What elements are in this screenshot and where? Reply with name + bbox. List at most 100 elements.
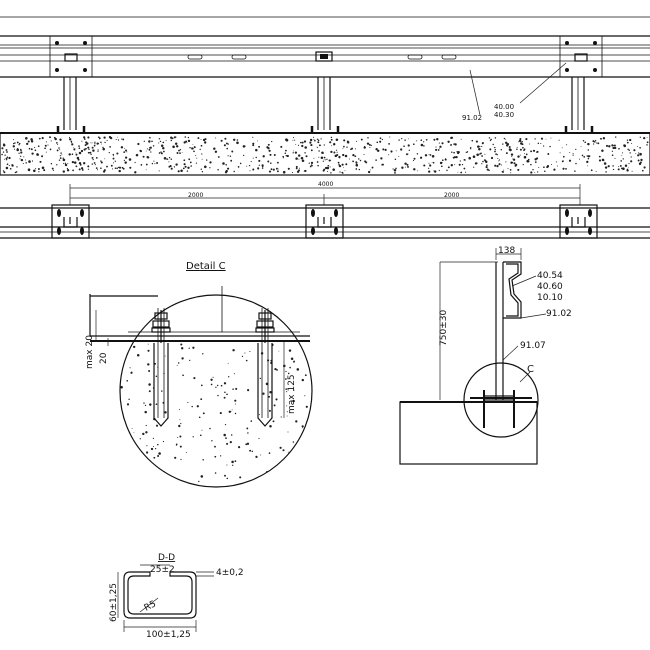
concrete-dot bbox=[149, 403, 152, 406]
concrete-dot bbox=[463, 167, 466, 170]
concrete-dot bbox=[465, 171, 467, 173]
concrete-dot bbox=[180, 422, 182, 425]
concrete-dot bbox=[87, 168, 90, 170]
concrete-dot bbox=[23, 156, 25, 158]
concrete-dot bbox=[295, 167, 298, 170]
concrete-dot bbox=[219, 455, 222, 457]
dim-total: 4000 bbox=[318, 181, 333, 188]
concrete-dot bbox=[452, 156, 455, 159]
concrete-dot bbox=[463, 159, 466, 161]
concrete-dot bbox=[135, 153, 139, 157]
concrete-dot bbox=[310, 161, 314, 165]
concrete-dot bbox=[186, 170, 189, 172]
concrete-dot bbox=[229, 155, 232, 157]
concrete-dot bbox=[444, 158, 447, 161]
concrete-dot bbox=[305, 405, 308, 408]
concrete-dot bbox=[525, 153, 528, 156]
concrete-dot bbox=[532, 168, 534, 171]
concrete-dot bbox=[523, 149, 525, 152]
concrete-dot bbox=[237, 166, 240, 168]
concrete-dot bbox=[206, 159, 208, 161]
concrete-dot bbox=[455, 155, 458, 159]
concrete-dot bbox=[225, 142, 228, 145]
concrete-dot bbox=[516, 148, 518, 151]
concrete-dot bbox=[432, 161, 435, 164]
concrete-dot bbox=[231, 150, 234, 153]
concrete-dot bbox=[293, 389, 295, 391]
concrete-dot bbox=[71, 142, 73, 144]
concrete-dot bbox=[292, 139, 294, 141]
concrete-dot bbox=[496, 164, 499, 168]
concrete-dot bbox=[30, 138, 33, 141]
concrete-dot bbox=[148, 383, 151, 386]
concrete-dot bbox=[44, 147, 46, 150]
concrete-dot bbox=[284, 152, 287, 154]
note-10-10: 10.10 bbox=[537, 293, 563, 303]
concrete-dot bbox=[472, 155, 476, 158]
concrete-dot bbox=[618, 147, 620, 150]
concrete-dot bbox=[534, 138, 536, 140]
concrete-dot bbox=[252, 142, 255, 145]
concrete-dot bbox=[109, 146, 111, 148]
concrete-dot bbox=[633, 149, 636, 152]
concrete-dot bbox=[163, 150, 165, 153]
concrete-dot bbox=[66, 169, 70, 172]
concrete-dot bbox=[460, 171, 463, 174]
concrete-dot bbox=[120, 346, 121, 348]
concrete-dot bbox=[458, 163, 461, 166]
concrete-dot bbox=[320, 418, 322, 420]
concrete-dot bbox=[171, 137, 174, 140]
concrete-dot bbox=[81, 140, 83, 142]
concrete-dot bbox=[155, 403, 158, 406]
concrete-dot bbox=[546, 166, 549, 169]
concrete-dot bbox=[367, 136, 369, 139]
concrete-dot bbox=[309, 138, 313, 142]
concrete-dot bbox=[404, 139, 406, 141]
concrete-dot bbox=[226, 477, 229, 480]
concrete-dot bbox=[525, 138, 528, 141]
concrete-dot bbox=[170, 139, 173, 142]
concrete-dot bbox=[201, 158, 203, 160]
detail-c: Detail C bbox=[89, 261, 322, 488]
splice-plate-right bbox=[559, 35, 603, 78]
concrete-dot bbox=[201, 153, 203, 155]
concrete-dot bbox=[489, 148, 492, 151]
concrete-dot bbox=[534, 161, 537, 163]
concrete-dot bbox=[28, 169, 30, 172]
concrete-dot bbox=[94, 143, 96, 145]
concrete-dot bbox=[572, 153, 574, 155]
concrete-dot bbox=[416, 140, 418, 142]
concrete-dot bbox=[101, 143, 103, 145]
concrete-dot bbox=[106, 139, 108, 141]
concrete-dot bbox=[621, 155, 623, 156]
concrete-dot bbox=[231, 409, 233, 411]
concrete-dot bbox=[379, 137, 382, 140]
splice-plate-center bbox=[315, 51, 333, 62]
concrete-dot bbox=[611, 144, 614, 147]
concrete-dot bbox=[2, 151, 5, 153]
concrete-dot bbox=[646, 137, 648, 138]
concrete-dot bbox=[99, 138, 100, 140]
concrete-dot bbox=[251, 450, 254, 453]
concrete-dot bbox=[503, 169, 505, 171]
concrete-dot bbox=[500, 148, 503, 151]
concrete-dot bbox=[41, 166, 45, 170]
concrete-dot bbox=[310, 432, 312, 435]
concrete-dot bbox=[545, 138, 547, 140]
concrete-dot bbox=[14, 148, 16, 150]
concrete-dot bbox=[100, 160, 102, 162]
concrete-dot bbox=[160, 144, 164, 147]
concrete-dot bbox=[147, 465, 149, 467]
concrete-dot bbox=[230, 159, 233, 162]
concrete-dot bbox=[68, 153, 71, 156]
dim-25: 25±2 bbox=[150, 565, 175, 575]
concrete-dot bbox=[189, 146, 191, 149]
note-91-02: 91.02 bbox=[546, 309, 572, 319]
concrete-dot bbox=[180, 343, 183, 346]
concrete-dot bbox=[250, 161, 252, 163]
concrete-dot bbox=[201, 171, 204, 173]
concrete-dot bbox=[280, 416, 282, 418]
concrete-dot bbox=[407, 165, 409, 168]
concrete-dot bbox=[465, 151, 467, 154]
concrete-dot bbox=[158, 152, 161, 154]
